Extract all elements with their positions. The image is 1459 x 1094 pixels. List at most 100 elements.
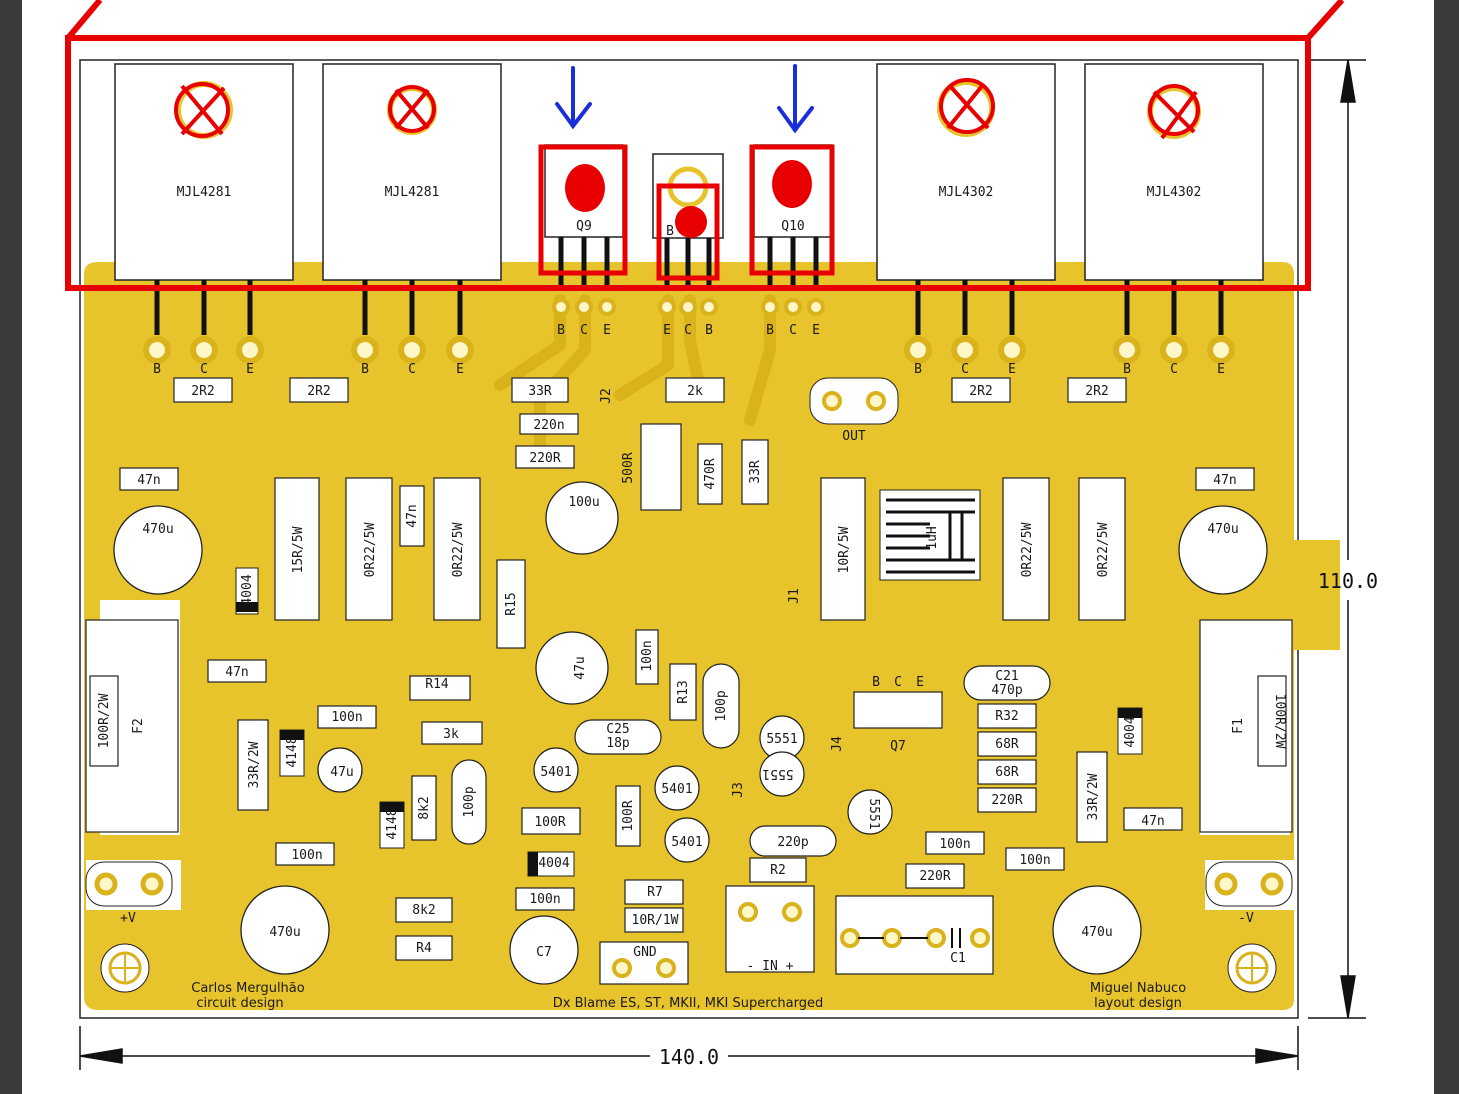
- svg-text:J3: J3: [731, 782, 746, 798]
- power-transistor-2: MJL4281: [322, 63, 502, 281]
- vplus-label: +V: [120, 911, 136, 926]
- svg-text:100R: 100R: [534, 815, 565, 830]
- svg-text:R7: R7: [647, 885, 663, 900]
- transistor-label: MJL4281: [385, 185, 440, 200]
- svg-text:J4: J4: [830, 736, 845, 752]
- svg-text:C: C: [580, 323, 588, 338]
- fuse-holders: [85, 619, 1293, 833]
- svg-text:1uH: 1uH: [925, 526, 940, 549]
- svg-text:R14: R14: [425, 677, 449, 692]
- out-connector: OUT: [809, 377, 899, 444]
- c1-pads: [840, 928, 990, 948]
- svg-text:B: B: [1123, 362, 1131, 377]
- io-pads: [612, 902, 802, 978]
- svg-text:470u: 470u: [142, 522, 173, 537]
- svg-text:500R: 500R: [621, 452, 636, 483]
- svg-text:B: B: [557, 323, 565, 338]
- power-connectors: +V -V: [85, 861, 1293, 926]
- svg-text:5401: 5401: [540, 765, 571, 780]
- svg-text:E: E: [603, 323, 611, 338]
- svg-text:4004: 4004: [538, 856, 569, 871]
- svg-text:100p: 100p: [714, 690, 729, 721]
- rotated-labels: 15R/5W 0R22/5W 0R22/5W 10R/5W 1uH 0R22/5…: [97, 388, 1287, 839]
- svg-text:5551: 5551: [866, 798, 881, 829]
- svg-text:C: C: [961, 362, 969, 377]
- svg-text:33R/2W: 33R/2W: [247, 741, 262, 788]
- svg-text:E: E: [1217, 362, 1225, 377]
- svg-text:0R22/5W: 0R22/5W: [1020, 522, 1035, 577]
- svg-text:C: C: [894, 675, 902, 690]
- svg-text:100R/2W: 100R/2W: [1272, 694, 1287, 749]
- svg-text:B: B: [705, 323, 713, 338]
- svg-text:J2: J2: [599, 388, 614, 404]
- electrolytic-caps: [113, 481, 1268, 985]
- svg-text:100u: 100u: [568, 495, 599, 510]
- svg-text:47u: 47u: [330, 765, 353, 780]
- svg-text:10R/5W: 10R/5W: [837, 526, 852, 573]
- oval-caps: [451, 663, 1051, 857]
- svg-text:100n: 100n: [291, 848, 322, 863]
- svg-text:470u: 470u: [1207, 522, 1238, 537]
- svg-text:68R: 68R: [995, 765, 1019, 780]
- svg-text:Q7: Q7: [890, 739, 906, 754]
- svg-text:33R: 33R: [528, 384, 552, 399]
- svg-text:C21: C21: [995, 669, 1018, 684]
- svg-text:68R: 68R: [995, 737, 1019, 752]
- designer-right-role: layout design: [1094, 996, 1182, 1011]
- svg-text:470u: 470u: [1081, 925, 1112, 940]
- width-dimension: 140.0: [659, 1045, 719, 1069]
- svg-text:2R2: 2R2: [1085, 384, 1108, 399]
- dimension-lines: [79, 59, 1366, 1070]
- svg-text:8k2: 8k2: [417, 796, 432, 819]
- svg-text:5401: 5401: [671, 835, 702, 850]
- svg-text:100n: 100n: [1019, 853, 1050, 868]
- svg-text:E: E: [456, 362, 464, 377]
- height-dimension: 110.0: [1318, 569, 1378, 593]
- svg-text:4004: 4004: [1123, 716, 1138, 747]
- highlight-annotation: [65, 0, 1345, 291]
- svg-text:47u: 47u: [573, 656, 588, 679]
- svg-text:8k2: 8k2: [412, 903, 435, 918]
- svg-text:18p: 18p: [606, 736, 630, 751]
- diodes: [235, 567, 1143, 877]
- component-bodies: [119, 377, 1255, 985]
- svg-text:B: B: [872, 675, 880, 690]
- svg-text:B: B: [914, 362, 922, 377]
- svg-text:470u: 470u: [269, 925, 300, 940]
- svg-text:100R: 100R: [621, 800, 636, 831]
- credits: Carlos Mergulhão circuit design Dx Blame…: [191, 981, 1186, 1011]
- svg-text:47n: 47n: [225, 665, 248, 680]
- designer-right-name: Miguel Nabuco: [1090, 981, 1186, 996]
- mounting-holes: [100, 943, 1277, 993]
- svg-text:5401: 5401: [661, 782, 692, 797]
- transistor-label: Q10: [781, 219, 804, 234]
- svg-text:4148: 4148: [385, 808, 400, 839]
- vminus-label: -V: [1238, 911, 1254, 926]
- svg-text:0R22/5W: 0R22/5W: [1096, 522, 1111, 577]
- svg-text:C25: C25: [606, 722, 629, 737]
- c1-symbol: [858, 928, 961, 948]
- svg-text:E: E: [812, 323, 820, 338]
- red-markers: [565, 160, 812, 238]
- svg-text:B: B: [153, 362, 161, 377]
- board-title: Dx Blame ES, ST, MKII, MKI Supercharged: [553, 996, 823, 1011]
- svg-text:47n: 47n: [1141, 814, 1164, 829]
- svg-text:100n: 100n: [529, 892, 560, 907]
- svg-text:100n: 100n: [939, 837, 970, 852]
- power-transistor-1: MJL4281: [114, 63, 294, 281]
- svg-text:C: C: [200, 362, 208, 377]
- transistor-label: B: [666, 224, 674, 239]
- svg-text:220R: 220R: [991, 793, 1022, 808]
- svg-text:220n: 220n: [533, 418, 564, 433]
- svg-text:220R: 220R: [919, 869, 950, 884]
- svg-text:100R/2W: 100R/2W: [97, 693, 112, 748]
- svg-text:R15: R15: [504, 592, 519, 615]
- small-transistors: [533, 715, 893, 863]
- svg-text:5551: 5551: [762, 766, 793, 781]
- svg-text:470R: 470R: [703, 458, 718, 489]
- svg-text:B: B: [361, 362, 369, 377]
- svg-text:R32: R32: [995, 709, 1018, 724]
- svg-text:470p: 470p: [991, 683, 1022, 698]
- svg-text:F1: F1: [1231, 718, 1246, 734]
